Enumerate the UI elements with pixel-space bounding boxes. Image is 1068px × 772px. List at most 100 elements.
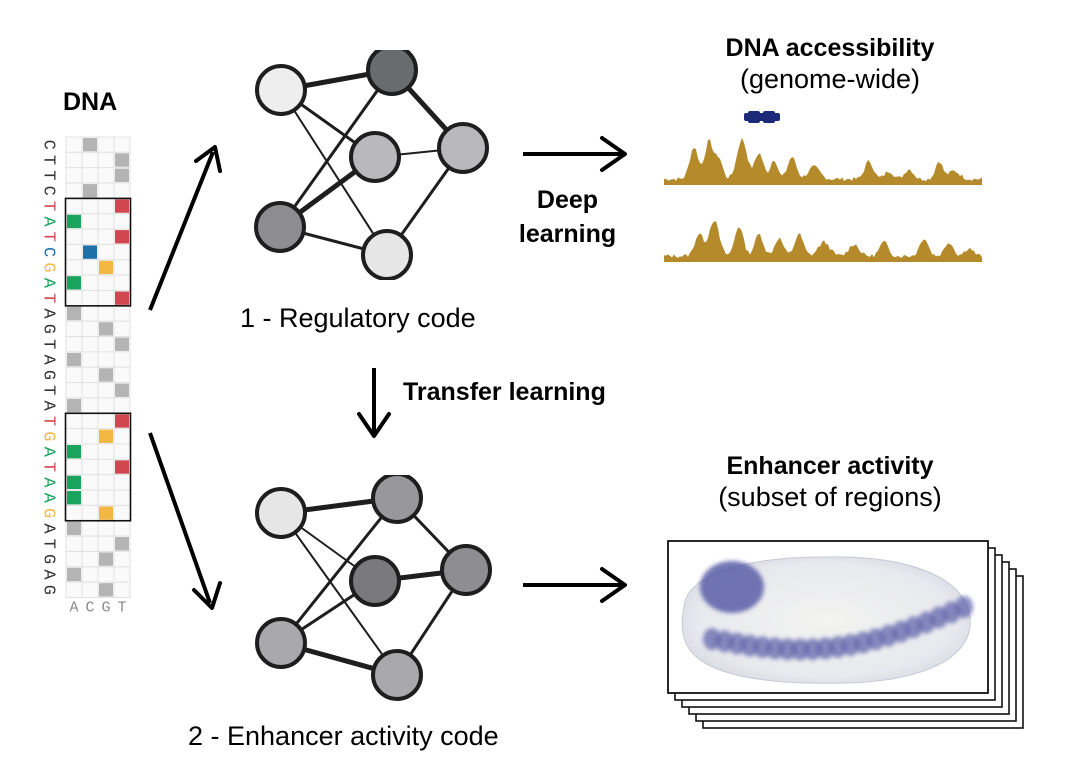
dna-grid-cell — [65, 243, 83, 261]
network2-node-4 — [349, 555, 401, 607]
dna-grid-cell — [81, 443, 99, 460]
dna-onehot-cell — [115, 414, 129, 428]
network1-node-3 — [366, 50, 418, 96]
accessibility-subtitle: (genome-wide) — [739, 64, 921, 94]
dna-grid-cell — [65, 336, 83, 353]
dna-grid-cell — [113, 366, 131, 384]
dna-grid-cell — [97, 197, 115, 215]
dna-grid-cell — [113, 566, 131, 583]
dna-grid-cell — [81, 320, 99, 338]
dna-onehot-cell — [115, 337, 129, 351]
accessibility-gene-marker-block — [763, 111, 775, 123]
dna-sequence-letter: A — [39, 278, 58, 289]
dna-grid-cell — [81, 504, 99, 522]
dna-grid-cell — [97, 228, 115, 245]
dna-grid-cell — [97, 474, 115, 491]
network-regulatory-code — [254, 50, 489, 280]
dna-title: DNA — [63, 88, 118, 116]
dna-grid-cell — [65, 151, 83, 169]
dna-grid-cell — [97, 458, 115, 476]
dna-grid-cell — [81, 351, 99, 368]
dna-sequence-letter: A — [39, 477, 58, 488]
dna-onehot-cell — [67, 352, 81, 367]
dna-sequence-letter: A — [39, 493, 58, 504]
dna-grid-cell — [81, 197, 99, 215]
dna-onehot-cell — [99, 368, 113, 382]
dna-grid-cell — [81, 305, 99, 322]
network1-node-6 — [437, 122, 489, 174]
dna-grid-cell — [97, 136, 115, 153]
dna-grid-cell — [97, 535, 115, 552]
dna-onehot-cell — [115, 153, 129, 167]
network-enhancer-activity-code — [255, 475, 492, 701]
dna-onehot-cell — [83, 184, 97, 198]
dna-sequence-letter: T — [39, 201, 58, 211]
dna-grid-cell — [97, 167, 115, 184]
dna-grid-cell — [97, 336, 115, 353]
dna-sequence-letter: A — [39, 354, 58, 365]
arrow-network1-to-accessibility-head — [600, 136, 627, 172]
dna-onehot-cell — [99, 322, 113, 336]
dna-grid-cell — [81, 274, 99, 291]
dna-grid-cell — [113, 243, 131, 261]
dna-grid-cell — [65, 504, 83, 522]
arrow-network2-to-enhancer-head — [600, 567, 627, 603]
dna-axis-letter: A — [69, 600, 78, 617]
dna-onehot-cell — [115, 537, 129, 551]
dna-grid-cell — [81, 167, 99, 184]
enhancer-title: Enhancer activity — [726, 452, 934, 480]
dna-sequence-letter: C — [39, 247, 58, 257]
dna-onehot-cell — [115, 383, 129, 397]
dna-grid-cell — [113, 504, 131, 522]
dna-grid-cell — [65, 290, 83, 307]
deep-learning-line2: learning — [518, 220, 617, 248]
transfer-learning-label: Transfer learning — [403, 378, 606, 406]
dna-grid-cell — [65, 182, 83, 199]
dna-grid-cell — [97, 243, 115, 261]
dna-grid-cell — [81, 382, 99, 399]
dna-sequence-letter: G — [39, 262, 58, 272]
dna-sequence-letter: A — [39, 216, 58, 227]
dna-grid-cell — [81, 151, 99, 169]
network2-node-6 — [440, 544, 492, 596]
dna-grid-cell — [97, 489, 115, 506]
dna-onehot-cell — [67, 521, 81, 536]
dna-sequence-letter: T — [39, 416, 58, 426]
dna-onehot-cell — [67, 398, 81, 413]
dna-onehot-cell — [67, 306, 81, 321]
dna-onehot-cell — [115, 460, 129, 474]
dna-onehot-cell — [67, 214, 81, 229]
network1-node-5 — [361, 229, 413, 280]
dna-grid-cell — [65, 382, 83, 399]
dna-grid-cell — [113, 136, 131, 153]
dna-sequence-letter: T — [39, 293, 58, 303]
dna-onehot-cell — [67, 445, 81, 459]
dna-motif-box-1 — [64, 197, 132, 307]
dna-sequence-letter: G — [39, 431, 58, 441]
network2-node-5 — [371, 649, 423, 701]
dna-grid-cell — [81, 412, 99, 430]
dna-grid-cell — [81, 228, 99, 245]
dna-sequence-letter: G — [39, 370, 58, 380]
dna-grid-cell — [113, 259, 131, 276]
accessibility-track-1 — [664, 137, 982, 185]
dna-sequence-letter: A — [39, 523, 58, 534]
dna-onehot-cell — [83, 138, 97, 152]
dna-grid-cell — [113, 397, 131, 414]
network1-node-2 — [254, 201, 306, 253]
dna-onehot-cell — [99, 583, 113, 597]
dna-sequence-letter: T — [39, 155, 58, 165]
dna-grid-cell — [65, 228, 83, 245]
dna-onehot-cell — [115, 199, 129, 213]
dna-sequence-letter: C — [39, 140, 58, 150]
dna-sequence-letter: C — [39, 186, 58, 196]
dna-sequence-letter: T — [39, 462, 58, 472]
dna-grid-cell — [81, 290, 99, 307]
enhancer-subtitle: (subset of regions) — [718, 482, 942, 512]
dna-onehot-cell — [99, 506, 113, 520]
dna-grid-cell — [97, 412, 115, 430]
arrow-dna-to-network1-head — [194, 145, 222, 173]
dna-grid-cell — [97, 520, 115, 537]
dna-grid-cell — [113, 213, 131, 230]
